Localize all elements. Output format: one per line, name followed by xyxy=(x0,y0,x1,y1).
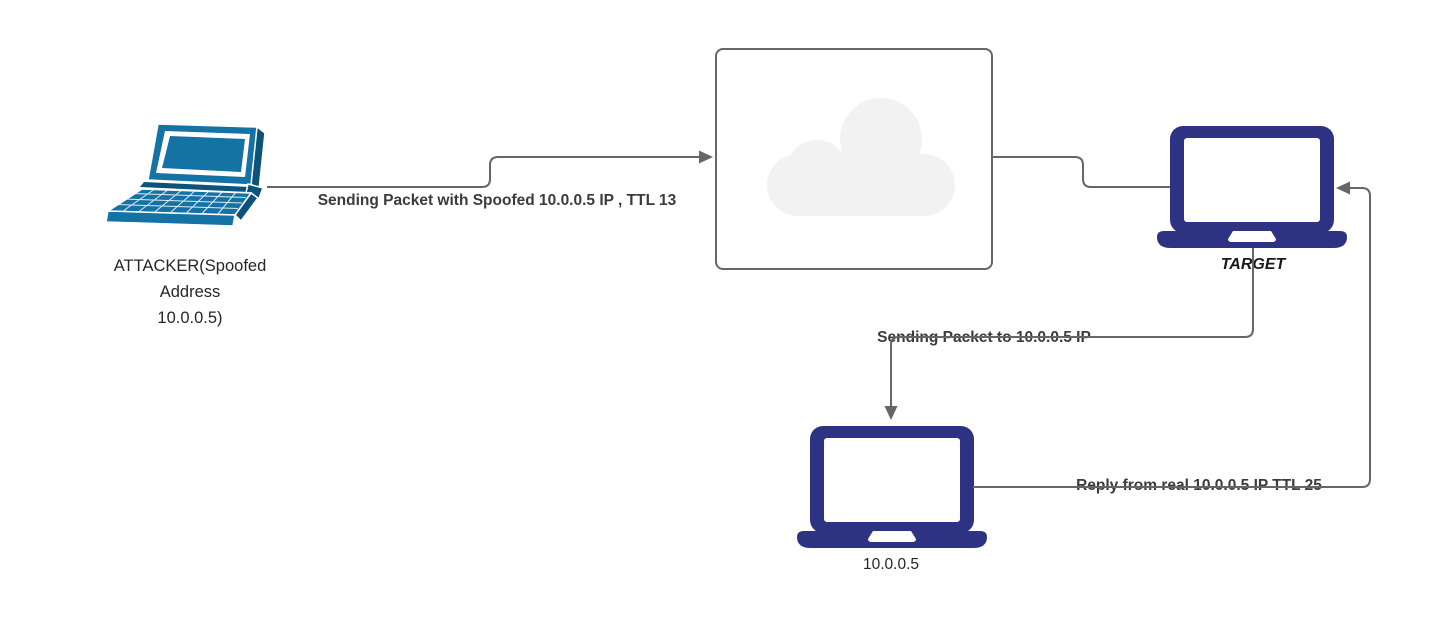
arrowhead-into-cloud xyxy=(699,150,713,164)
attacker-label-line2: Address xyxy=(159,283,221,301)
real-host-laptop-icon[interactable] xyxy=(797,426,987,548)
edge-cloud-to-target[interactable] xyxy=(993,156,1170,188)
edge-label-reply: Reply from real 10.0.0.5 IP TTL 25 xyxy=(1076,477,1322,494)
edge-target-to-real-host[interactable] xyxy=(890,248,1254,406)
real-host-label: 10.0.0.5 xyxy=(862,556,920,573)
target-label: TARGET xyxy=(1220,256,1286,273)
edge-label-sending-packet: Sending Packet to 10.0.0.5 IP xyxy=(877,329,1091,346)
attacker-label-line3: 10.0.0.5) xyxy=(157,309,223,327)
attacker-laptop-icon[interactable] xyxy=(98,118,268,236)
cloud-icon xyxy=(767,98,955,216)
edge-label-spoofed-packet: Sending Packet with Spoofed 10.0.0.5 IP … xyxy=(317,192,677,209)
attacker-label: ATTACKER(Spoofed Address 10.0.0.5) xyxy=(114,253,267,331)
attacker-label-line1: ATTACKER(Spoofed xyxy=(113,257,267,275)
edge-attacker-to-cloud[interactable] xyxy=(267,156,699,188)
target-laptop-icon[interactable] xyxy=(1157,126,1347,248)
cloud-node[interactable] xyxy=(715,48,993,270)
arrowhead-into-real-host xyxy=(884,406,898,420)
